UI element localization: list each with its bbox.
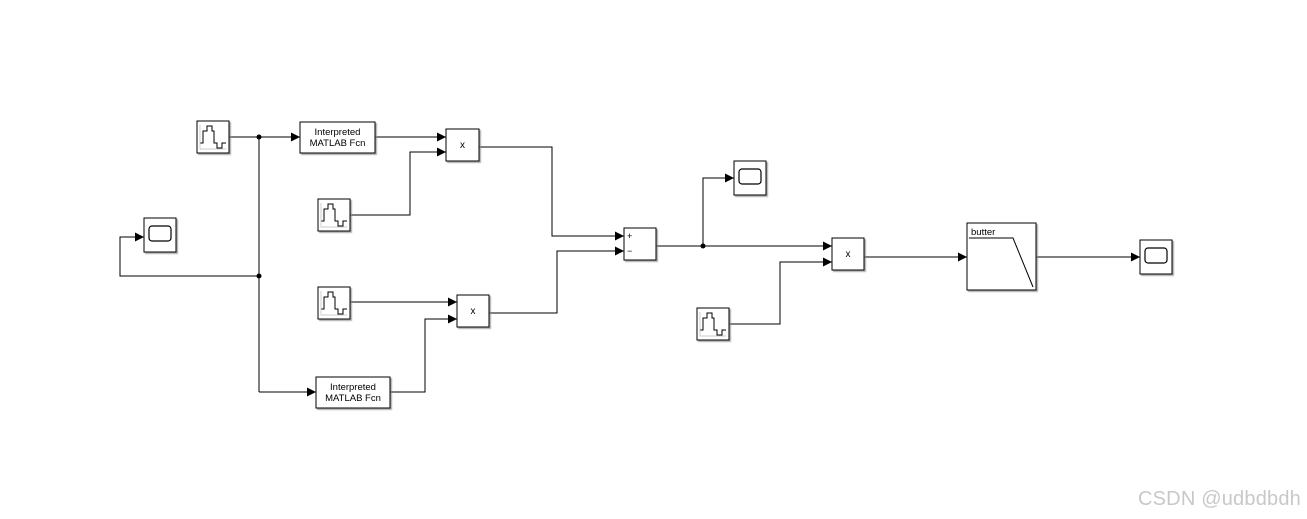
scope-icon xyxy=(738,168,762,185)
line-source4-to-prod3[interactable] xyxy=(729,257,832,325)
sum-plus-sign: + xyxy=(627,231,632,241)
sine-wave-source-icon xyxy=(200,125,226,149)
fcn-label-line2: MATLAB Fcn xyxy=(310,138,366,149)
signal-lines xyxy=(119,132,1140,397)
line-prod2-to-sum[interactable] xyxy=(489,246,624,314)
scope-icon xyxy=(1144,247,1168,264)
matlab-fcn-block-1[interactable]: Interpreted MATLAB Fcn xyxy=(299,121,376,154)
scope-block-2[interactable] xyxy=(733,160,767,196)
matlab-fcn-block-2[interactable]: Interpreted MATLAB Fcn xyxy=(315,376,391,409)
product-block-3[interactable]: x xyxy=(831,237,865,271)
sine-wave-source-icon xyxy=(700,312,726,336)
junction-dot xyxy=(256,273,262,279)
fcn-label-line1: Interpreted xyxy=(315,127,361,138)
line-fcn2-to-prod2[interactable] xyxy=(390,314,457,393)
junction-dot xyxy=(700,243,706,249)
sum-minus-sign: − xyxy=(627,246,632,256)
filter-label: butter xyxy=(971,227,995,238)
watermark: CSDN @udbdbdh xyxy=(1138,488,1301,510)
scope-block-1[interactable] xyxy=(143,217,177,253)
sine-wave-source-icon xyxy=(321,203,347,227)
lowpass-response-icon xyxy=(969,237,1034,288)
fcn-label-line1: Interpreted xyxy=(330,382,376,393)
product-label: x xyxy=(846,249,851,260)
sine-wave-source-icon xyxy=(321,291,347,315)
product-block-1[interactable]: x xyxy=(445,128,480,162)
line-source2-to-prod1[interactable] xyxy=(350,147,446,216)
sum-block[interactable]: + − xyxy=(623,227,657,261)
product-block-2[interactable]: x xyxy=(456,294,490,328)
source-block-1[interactable] xyxy=(196,120,230,154)
scope-block-3[interactable] xyxy=(1139,239,1173,275)
source-block-2[interactable] xyxy=(317,198,351,232)
butter-filter-block[interactable]: butter xyxy=(966,222,1037,291)
source-block-4[interactable] xyxy=(696,307,730,341)
product-label: x xyxy=(460,140,465,151)
line-prod1-to-sum[interactable] xyxy=(479,146,624,241)
line-to-scope2[interactable] xyxy=(702,173,734,246)
junction-dot xyxy=(256,134,262,140)
fcn-label-line2: MATLAB Fcn xyxy=(325,393,381,404)
scope-icon xyxy=(148,225,172,242)
line-to-scope1[interactable] xyxy=(119,232,259,277)
product-label: x xyxy=(471,306,476,317)
source-block-3[interactable] xyxy=(317,286,351,320)
junction-dots xyxy=(256,134,706,279)
